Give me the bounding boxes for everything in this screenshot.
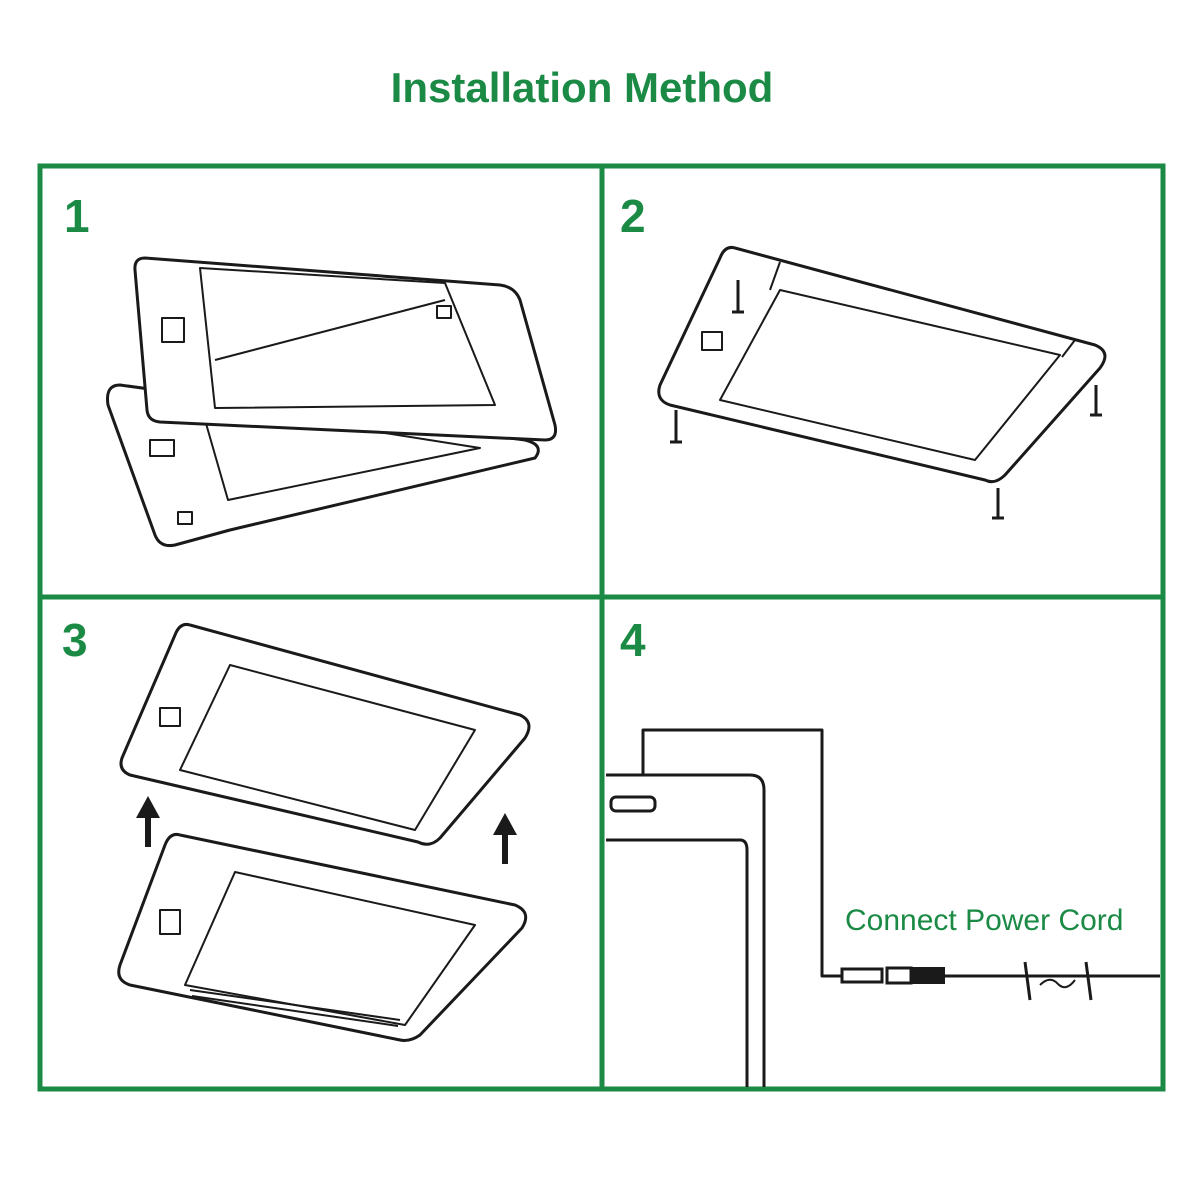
step-3-illustration [117,623,531,1042]
step-number-4: 4 [620,614,646,666]
screw-icons [670,280,1102,520]
arrow-up-icon [136,796,517,864]
connect-power-cord-label: Connect Power Cord [845,904,1123,937]
plug-connector [840,967,884,984]
switch-icon [159,707,181,727]
switch-icon [701,331,723,351]
step-1-illustration [106,256,557,547]
switch-icon [149,439,175,457]
step-number-1: 1 [64,190,90,242]
page-title: Installation Method [391,64,774,111]
step-4-illustration: Connect Power Cord [606,728,1160,1087]
step-number-2: 2 [620,190,646,242]
step-2-illustration [657,246,1107,520]
step-grid [37,163,1166,1092]
step-number-3: 3 [62,614,88,666]
port-icon [609,795,657,813]
